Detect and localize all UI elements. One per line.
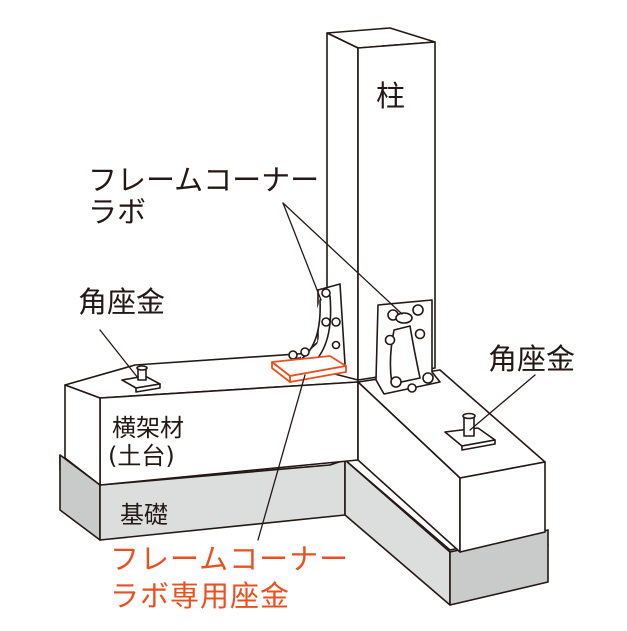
label-dedicated-washer-line1: フレームコーナー bbox=[110, 542, 350, 576]
foundation-block bbox=[59, 454, 549, 606]
label-sill-line2: (土台) bbox=[108, 442, 175, 470]
label-pillar: 柱 bbox=[376, 79, 406, 113]
frame-corner-bracket-right bbox=[375, 299, 441, 395]
leader-frame-corner-left bbox=[282, 202, 322, 301]
sill-beam-right bbox=[357, 369, 546, 553]
leader-frame-corner-right bbox=[282, 202, 403, 315]
label-frame-corner-line2: ラボ bbox=[88, 195, 147, 229]
leader-lines bbox=[99, 202, 536, 541]
leader-dedicated-washer bbox=[257, 374, 306, 541]
leader-square-washer-left bbox=[99, 329, 139, 379]
label-frame-corner-line1: フレームコーナー bbox=[88, 163, 320, 197]
label-square-washer-right: 角座金 bbox=[488, 342, 576, 376]
label-sill-line1: 横架材 bbox=[112, 414, 184, 442]
label-square-washer-left: 角座金 bbox=[78, 285, 166, 319]
label-dedicated-washer-line2: ラボ専用座金 bbox=[110, 579, 291, 613]
leader-square-washer-right bbox=[469, 374, 536, 431]
label-foundation: 基礎 bbox=[120, 501, 168, 529]
square-washer-right bbox=[444, 412, 496, 451]
